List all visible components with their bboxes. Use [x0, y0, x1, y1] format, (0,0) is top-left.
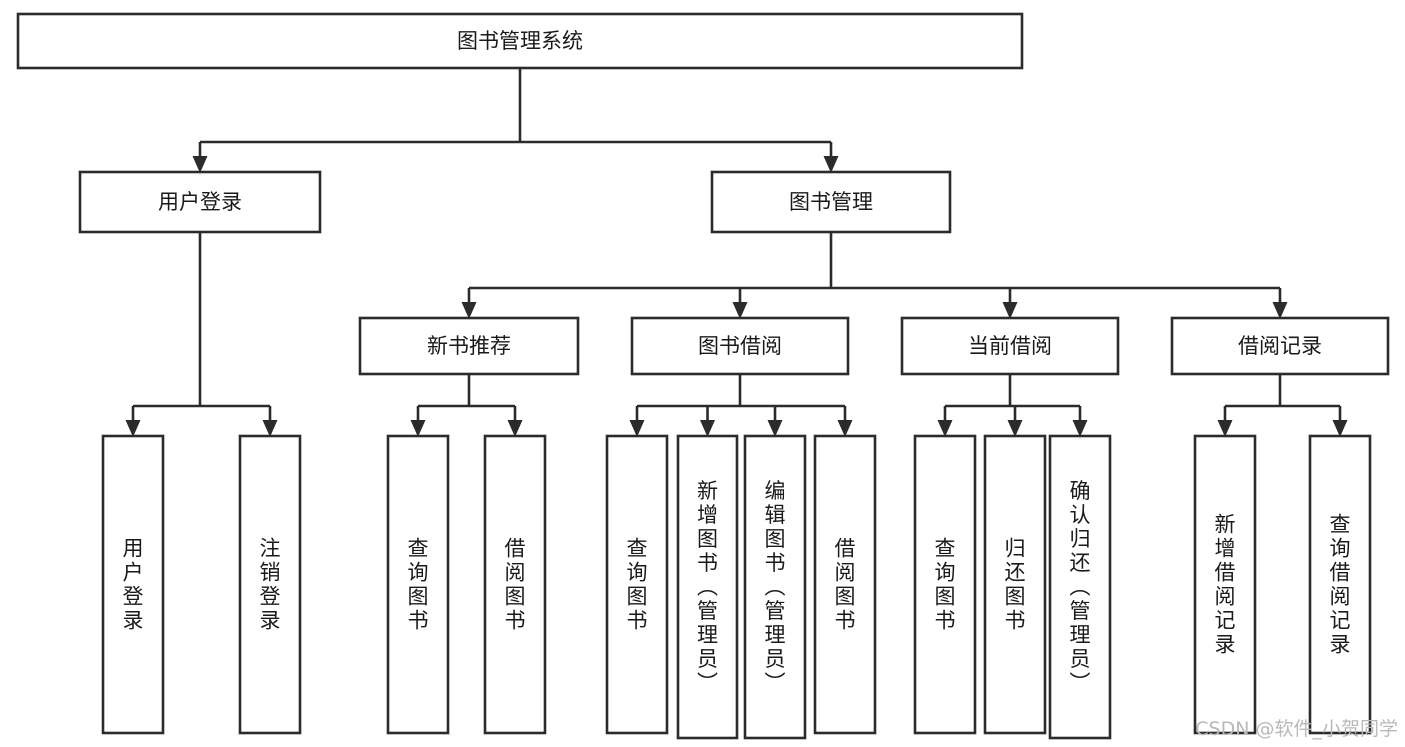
edge-group-borrow-record — [1217, 374, 1348, 437]
node-label: 新书推荐 — [427, 334, 511, 358]
arrow-head-icon — [1002, 302, 1018, 319]
node-box — [710, 170, 952, 234]
edge-group-book-borrow — [629, 374, 853, 437]
arrow-head-icon — [1332, 420, 1348, 437]
edge-group-new-book-rec — [410, 374, 523, 437]
node-label: 借阅图书 — [505, 537, 526, 633]
node-label: 查询借阅记录 — [1330, 513, 1351, 657]
node-leaf-logout[interactable]: 注销登录 — [238, 434, 302, 735]
node-leaf-query-book-3[interactable]: 查询图书 — [913, 434, 977, 735]
node-box — [1308, 434, 1372, 735]
arrow-head-icon — [767, 420, 783, 437]
node-box — [16, 12, 1024, 70]
edge-layer — [125, 68, 1348, 437]
node-leaf-add-record[interactable]: 新增借阅记录 — [1193, 434, 1257, 735]
arrow-head-icon — [1272, 302, 1288, 319]
node-box — [900, 316, 1120, 376]
node-label: 确认归还︵管理员︶ — [1070, 479, 1091, 695]
node-label: 新增图书︵管理员︶ — [697, 479, 718, 695]
node-label: 查询图书 — [627, 537, 648, 633]
node-label: 借阅记录 — [1238, 334, 1322, 358]
node-box — [1048, 434, 1112, 740]
arrow-head-icon — [1217, 420, 1233, 437]
node-box — [238, 434, 302, 735]
node-box — [1170, 316, 1390, 376]
node-leaf-return-book[interactable]: 归还图书 — [983, 434, 1047, 735]
node-box — [358, 316, 580, 376]
edge-group-current-borrow — [937, 374, 1088, 437]
node-label: 图书管理 — [789, 190, 873, 214]
node-book-manage[interactable]: 图书管理 — [710, 170, 952, 234]
node-leaf-query-book-2[interactable]: 查询图书 — [605, 434, 669, 735]
node-label: 编辑图书︵管理员︶ — [765, 479, 786, 695]
node-box — [913, 434, 977, 735]
node-leaf-borrow-book-1[interactable]: 借阅图书 — [483, 434, 547, 735]
node-root[interactable]: 图书管理系统 — [16, 12, 1024, 70]
arrow-head-icon — [700, 420, 715, 437]
node-label: 图书借阅 — [698, 334, 782, 358]
node-label: 新增借阅记录 — [1215, 513, 1236, 657]
edge-group-book-manage — [461, 232, 1288, 319]
node-borrow-record[interactable]: 借阅记录 — [1170, 316, 1390, 376]
node-box — [630, 316, 850, 376]
edge-group-root — [192, 68, 839, 173]
node-box — [676, 434, 739, 740]
node-leaf-borrow-book-2[interactable]: 借阅图书 — [813, 434, 877, 735]
arrow-head-icon — [507, 420, 523, 437]
csdn-watermark: CSDN @软件_小贺同学 — [1195, 718, 1398, 740]
node-box — [1193, 434, 1257, 735]
arrow-head-icon — [1072, 420, 1088, 437]
node-label: 查询图书 — [408, 537, 429, 633]
arrow-head-icon — [410, 420, 426, 437]
node-leaf-user-login[interactable]: 用户登录 — [101, 434, 165, 735]
node-box — [983, 434, 1047, 735]
node-leaf-query-record[interactable]: 查询借阅记录 — [1308, 434, 1372, 735]
arrow-head-icon — [823, 156, 839, 173]
node-label: 当前借阅 — [968, 334, 1052, 358]
node-current-borrow[interactable]: 当前借阅 — [900, 316, 1120, 376]
node-label: 图书管理系统 — [457, 29, 583, 53]
node-box — [101, 434, 165, 735]
node-box — [483, 434, 547, 735]
node-leaf-query-book-1[interactable]: 查询图书 — [386, 434, 450, 735]
edge-group-user-login — [125, 232, 278, 437]
node-box — [605, 434, 669, 735]
arrow-head-icon — [837, 420, 853, 437]
arrow-head-icon — [937, 420, 953, 437]
arrow-head-icon — [461, 302, 477, 319]
node-layer: 图书管理系统用户登录图书管理新书推荐图书借阅当前借阅借阅记录用户登录注销登录查询… — [16, 12, 1390, 740]
node-box — [78, 170, 322, 234]
node-leaf-confirm-ret[interactable]: 确认归还︵管理员︶ — [1048, 434, 1112, 740]
arrow-head-icon — [1007, 420, 1023, 437]
node-user-login[interactable]: 用户登录 — [78, 170, 322, 234]
node-book-borrow[interactable]: 图书借阅 — [630, 316, 850, 376]
node-box — [743, 434, 807, 740]
node-label: 用户登录 — [158, 190, 242, 214]
arrow-head-icon — [125, 420, 141, 437]
arrow-head-icon — [192, 156, 208, 173]
node-box — [386, 434, 450, 735]
node-label: 借阅图书 — [835, 537, 856, 633]
arrow-head-icon — [629, 420, 645, 437]
node-label: 用户登录 — [123, 537, 144, 633]
arrow-head-icon — [262, 420, 278, 437]
arrow-head-icon — [732, 302, 748, 319]
node-label: 归还图书 — [1005, 537, 1026, 633]
node-label: 查询图书 — [935, 537, 956, 633]
node-box — [813, 434, 877, 735]
node-leaf-edit-book[interactable]: 编辑图书︵管理员︶ — [743, 434, 807, 740]
node-new-book-rec[interactable]: 新书推荐 — [358, 316, 580, 376]
node-leaf-add-book[interactable]: 新增图书︵管理员︶ — [676, 434, 739, 740]
node-label: 注销登录 — [260, 537, 281, 633]
